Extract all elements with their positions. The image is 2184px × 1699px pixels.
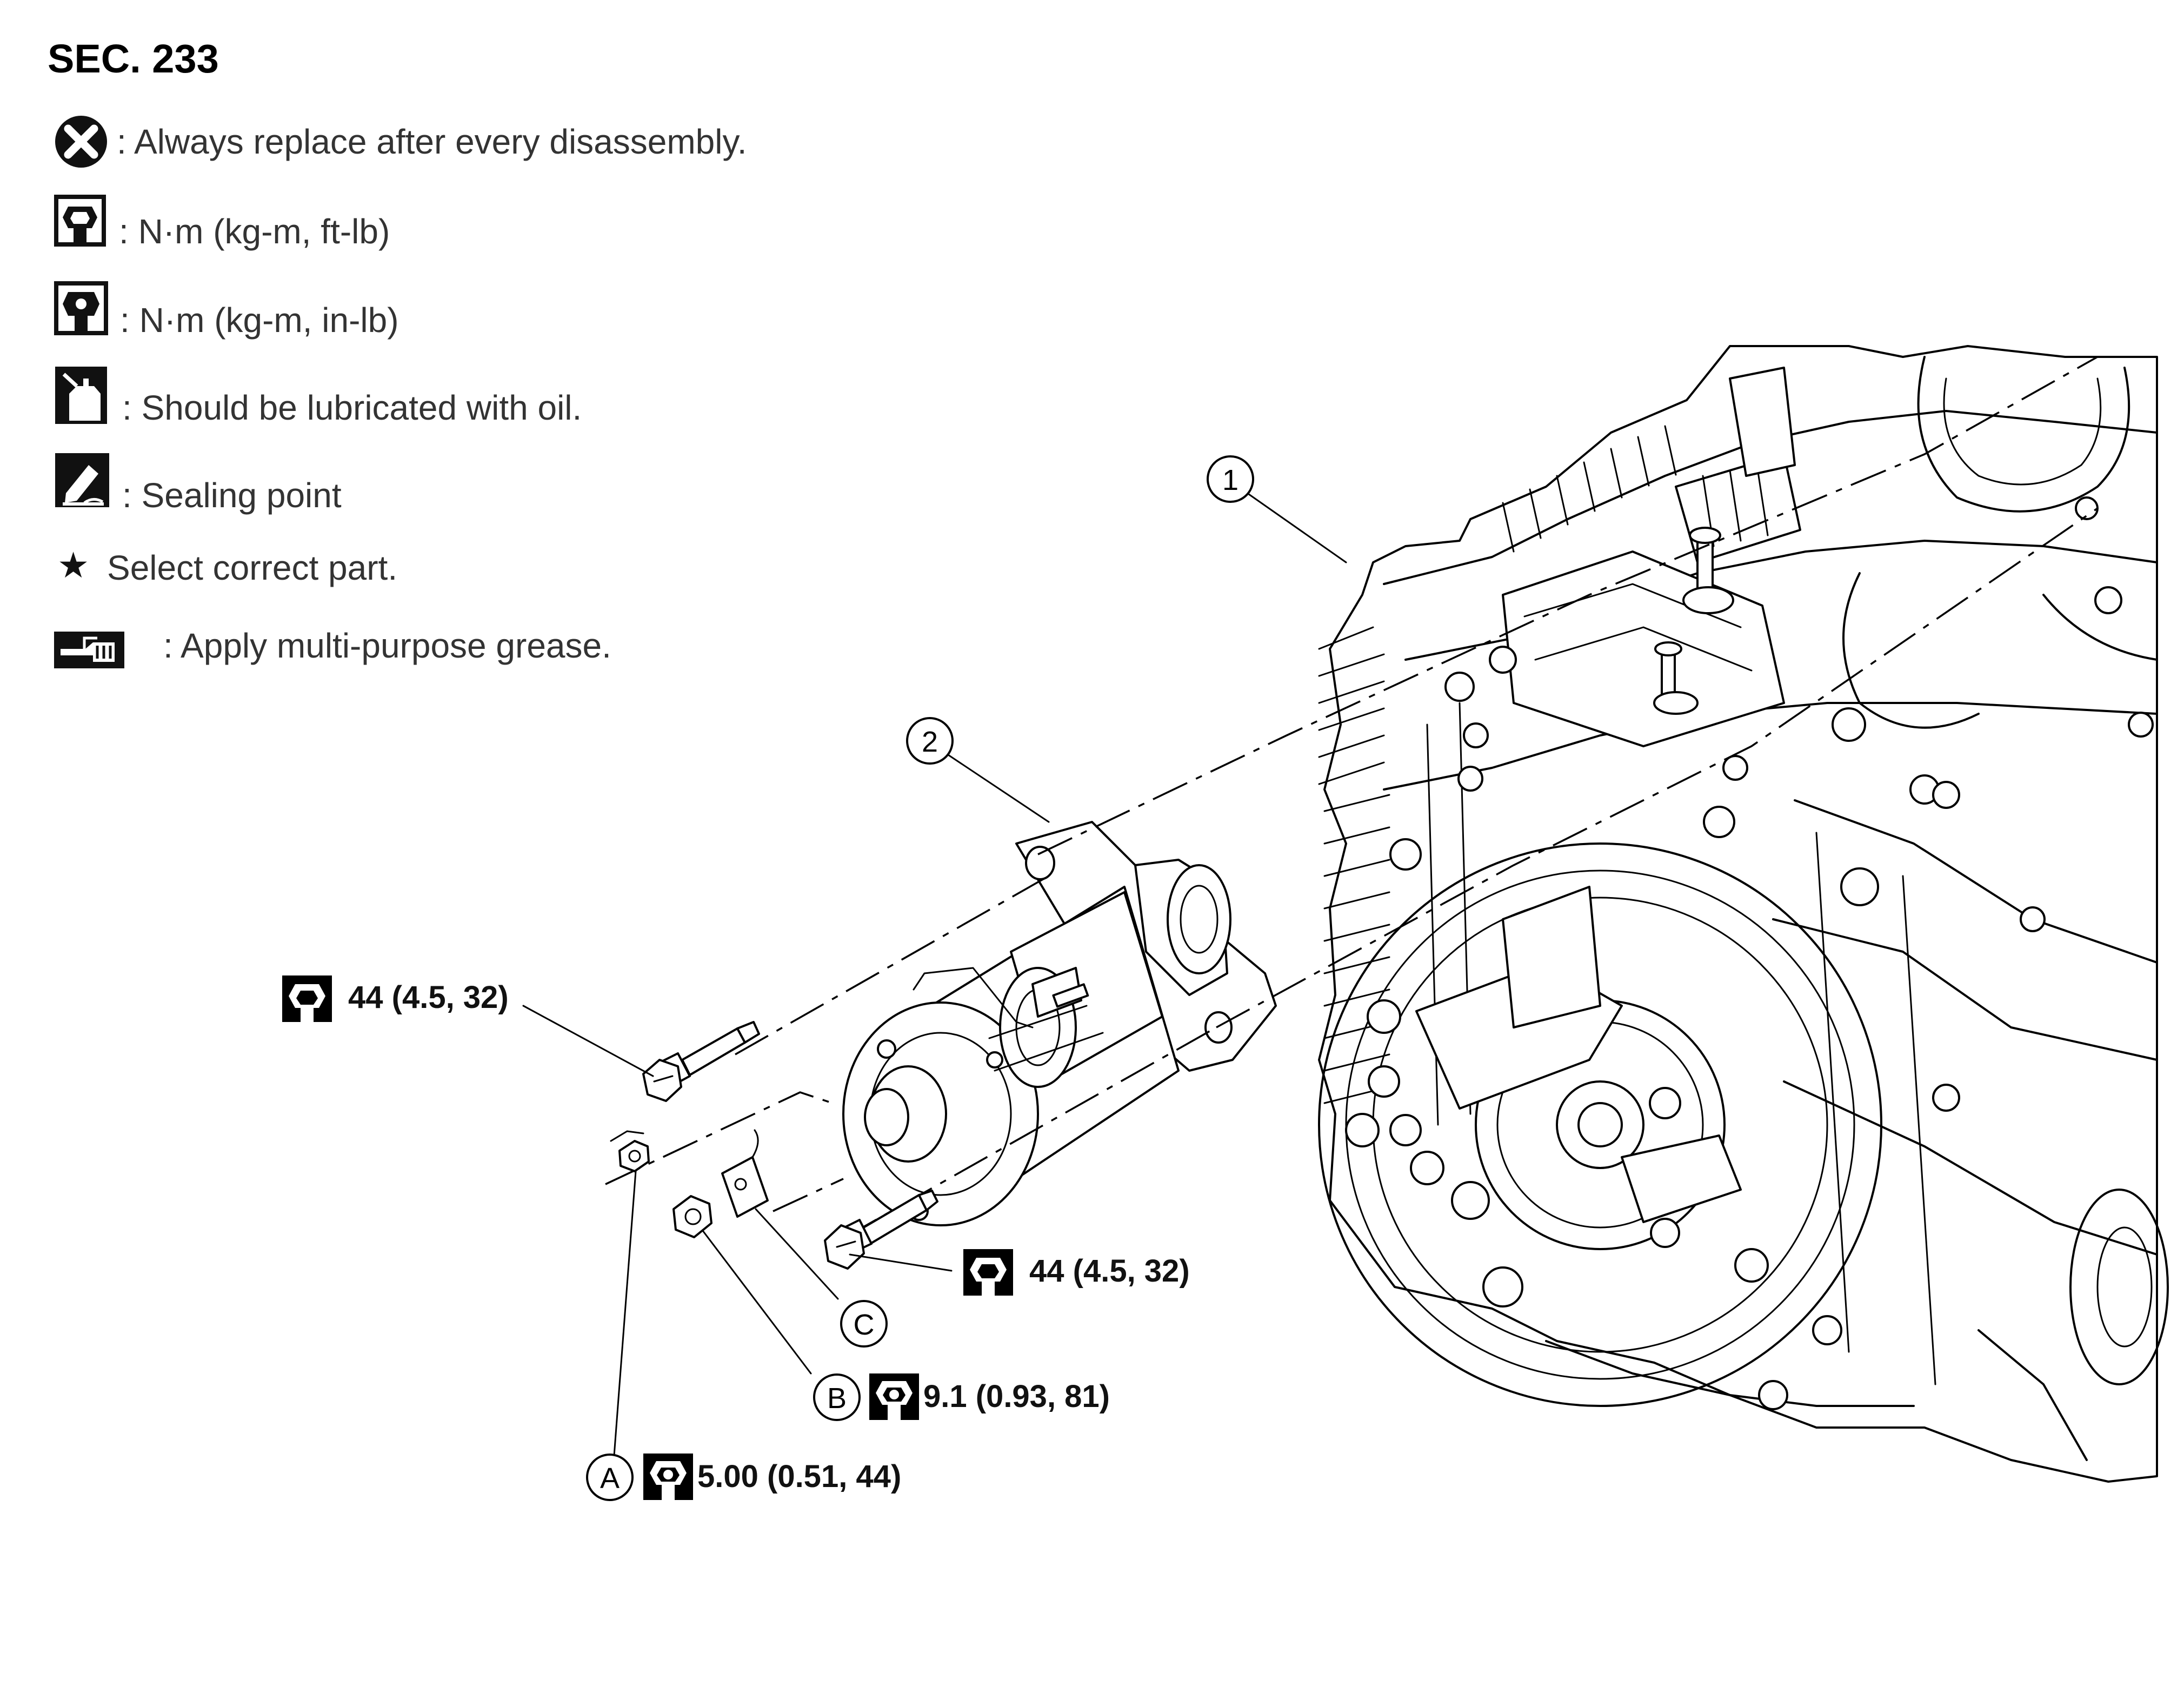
replace-x-icon xyxy=(55,116,107,168)
svg-text:B: B xyxy=(827,1382,847,1415)
leader-lines xyxy=(522,490,1347,1457)
section-label: SEC. 233 xyxy=(48,36,219,81)
svg-text:44 (4.5, 32): 44 (4.5, 32) xyxy=(1029,1253,1190,1289)
callout-part-1: 1 xyxy=(1207,455,1254,503)
wrench-open-icon xyxy=(963,1249,1013,1296)
legend-text-replace: : Always replace after every disassembly… xyxy=(117,122,747,161)
bracket-c xyxy=(721,1129,769,1218)
svg-text:5.00 (0.51, 44): 5.00 (0.51, 44) xyxy=(697,1459,901,1494)
wrench-solid-icon xyxy=(54,281,108,335)
upper-mounting-bolt xyxy=(642,1021,760,1102)
legend: : Always replace after every disassembly… xyxy=(54,116,747,668)
legend-text-oil: : Should be lubricated with oil. xyxy=(122,388,582,427)
oil-can-icon xyxy=(55,367,107,424)
callout-point-a: A xyxy=(586,1454,634,1501)
torque-lower-bolt: 44 (4.5, 32) xyxy=(963,1249,1190,1296)
nut-a xyxy=(610,1130,650,1172)
nut-b xyxy=(672,1195,713,1238)
torque-upper-bolt: 44 (4.5, 32) xyxy=(282,975,509,1022)
callout-point-b: B xyxy=(813,1373,861,1421)
sealing-point-icon xyxy=(55,453,109,507)
wrench-open-icon xyxy=(282,975,332,1022)
grease-gun-icon xyxy=(54,632,124,668)
legend-text-ftlb: : N·m (kg-m, ft-lb) xyxy=(119,212,390,251)
transaxle-assembly xyxy=(1318,345,2169,1483)
legend-text-inlb: : N·m (kg-m, in-lb) xyxy=(120,301,399,340)
torque-nut-a: 5.00 (0.51, 44) xyxy=(643,1454,901,1500)
housing-bolt-bosses xyxy=(1345,496,2154,1410)
svg-text:9.1 (0.93, 81): 9.1 (0.93, 81) xyxy=(923,1379,1110,1414)
lower-mounting-bolt xyxy=(824,1190,938,1270)
svg-text:2: 2 xyxy=(922,726,938,758)
star-icon: ★ xyxy=(57,545,89,585)
legend-text-sealing: : Sealing point xyxy=(122,476,342,515)
housing-fins xyxy=(1318,425,1677,1104)
svg-text:C: C xyxy=(854,1309,875,1341)
legend-text-grease: : Apply multi-purpose grease. xyxy=(163,626,611,665)
wrench-solid-icon xyxy=(643,1454,693,1500)
svg-text:1: 1 xyxy=(1222,464,1239,496)
torque-nut-b: 9.1 (0.93, 81) xyxy=(869,1373,1110,1420)
svg-text:44 (4.5, 32): 44 (4.5, 32) xyxy=(348,980,509,1015)
wrench-solid-icon xyxy=(869,1373,919,1420)
callout-point-c: C xyxy=(840,1300,888,1348)
legend-text-select-part: Select correct part. xyxy=(107,548,397,587)
svg-text:A: A xyxy=(600,1462,620,1495)
callout-part-2: 2 xyxy=(906,717,954,765)
wrench-open-icon xyxy=(54,195,106,247)
starter-motor xyxy=(842,821,1277,1226)
